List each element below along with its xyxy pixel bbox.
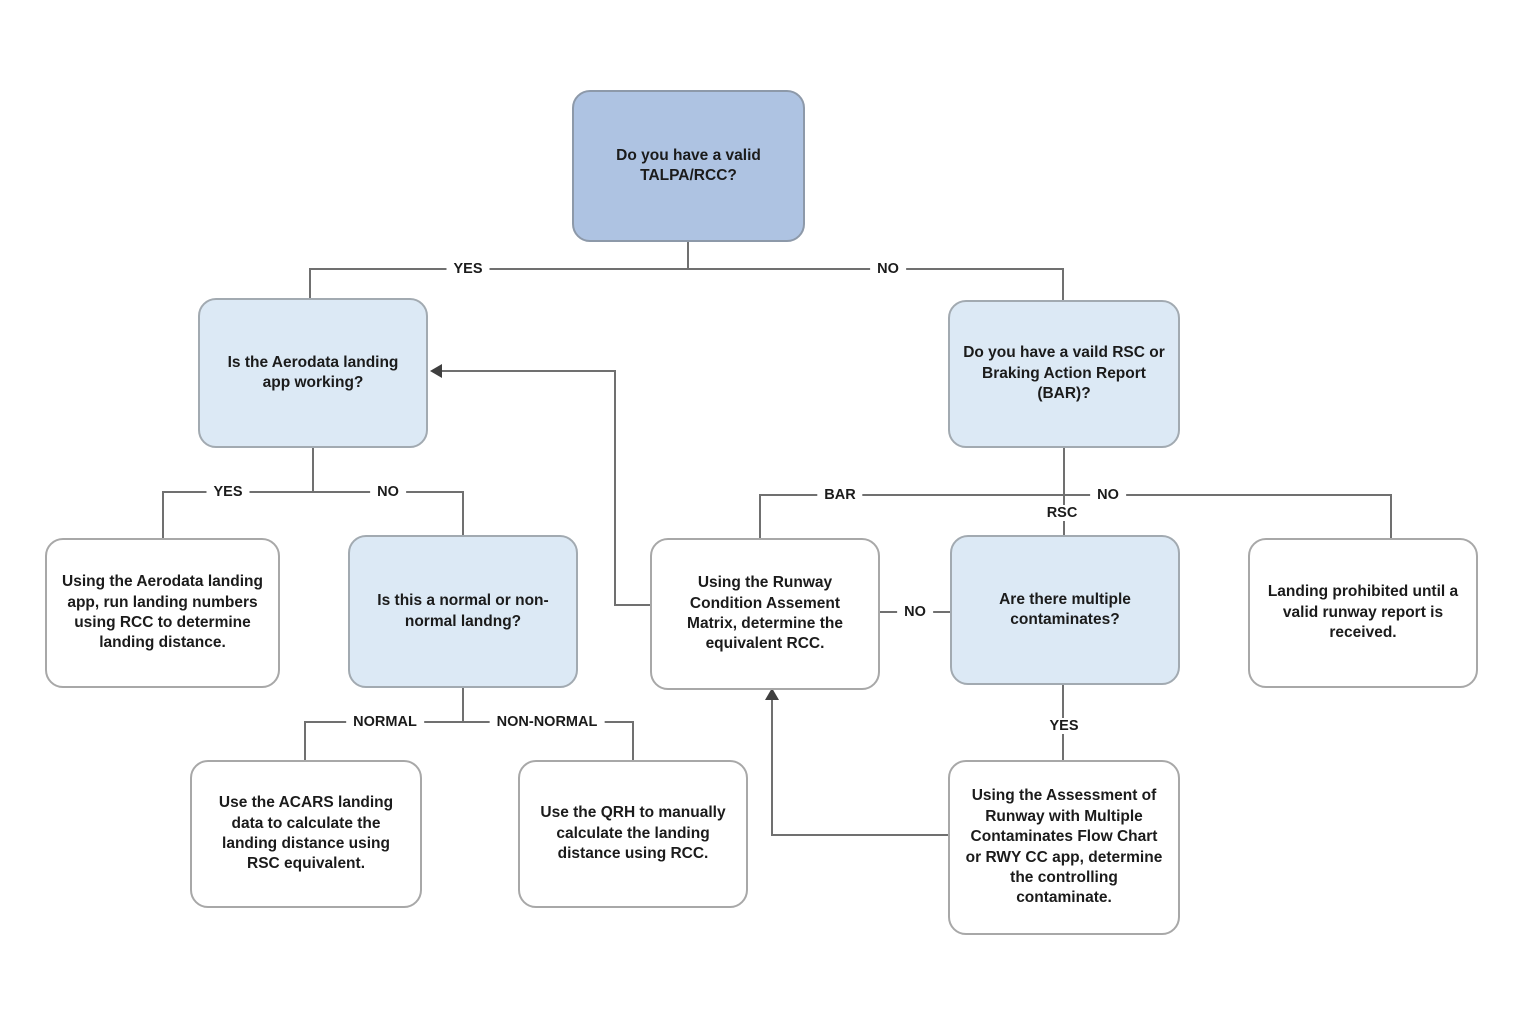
edge-label-no: NO [1090,487,1126,503]
node-text: Is the Aerodata landing app working? [227,353,399,391]
connector-line [310,268,1063,270]
node-rsc-bar-question: Do you have a vaild RSC or Braking Actio… [948,300,1180,448]
edge-label-yes: YES [1042,718,1086,734]
edge-label-normal: NORMAL [346,714,424,730]
node-text: Do you have a valid TALPA/RCC? [616,146,761,184]
edge-label-no: NO [370,484,406,500]
node-text: Are there multiple contaminates? [999,590,1131,628]
connector-line [771,834,948,836]
edge-label-no: NO [897,604,933,620]
arrowhead-up-icon [765,688,779,700]
edge-label-yes: YES [206,484,250,500]
node-text: Use the QRH to manually calculate the la… [540,804,726,863]
connector-line [312,448,314,492]
node-acars-landing-data: Use the ACARS landing data to calculate … [190,760,422,908]
connector-line [304,721,634,723]
node-text: Landing prohibited until a valid runway … [1267,583,1459,642]
node-text: Is this a normal or non-normal landng? [377,592,549,630]
connector-line [632,721,634,760]
connector-line [309,268,311,299]
connector-line [759,494,761,538]
connector-line [1063,448,1065,495]
node-text: Do you have a vaild RSC or Braking Actio… [963,344,1165,403]
connector-line [614,604,650,606]
node-run-landing-numbers: Using the Aerodata landing app, run land… [45,538,280,688]
node-text: Use the ACARS landing data to calculate … [218,794,394,873]
edge-label-no: NO [870,261,906,277]
edge-label-rsc: RSC [1039,505,1085,521]
node-qrh-manual-calculation: Use the QRH to manually calculate the la… [518,760,748,908]
connector-line [687,242,689,269]
connector-line [462,491,464,535]
edge-label-bar: BAR [817,487,863,503]
connector-line [759,494,1392,496]
arrowhead-left-icon [430,364,442,378]
connector-line [771,697,773,836]
node-multiple-contaminates-question: Are there multiple contaminates? [950,535,1180,685]
node-text: Using the Runway Condition Assement Matr… [687,574,843,653]
node-normal-landing-question: Is this a normal or non-normal landng? [348,535,578,688]
connector-line [614,370,616,606]
node-assessment-flow-chart: Using the Assessment of Runway with Mult… [948,760,1180,935]
connector-line [1062,268,1064,301]
connector-line [462,688,464,722]
connector-line [1390,494,1392,538]
connector-line [440,370,616,372]
connector-line [304,721,306,760]
node-valid-talpa-question: Do you have a valid TALPA/RCC? [572,90,805,242]
node-text: Using the Assessment of Runway with Mult… [965,787,1163,907]
edge-label-yes: YES [446,261,490,277]
node-text: Using the Aerodata landing app, run land… [62,573,263,652]
node-landing-prohibited: Landing prohibited until a valid runway … [1248,538,1478,688]
node-runway-condition-matrix: Using the Runway Condition Assement Matr… [650,538,880,690]
connector-line [162,491,464,493]
edge-label-non-normal: NON-NORMAL [489,714,605,730]
node-aerodata-app-question: Is the Aerodata landing app working? [198,298,428,448]
connector-line [162,491,164,538]
